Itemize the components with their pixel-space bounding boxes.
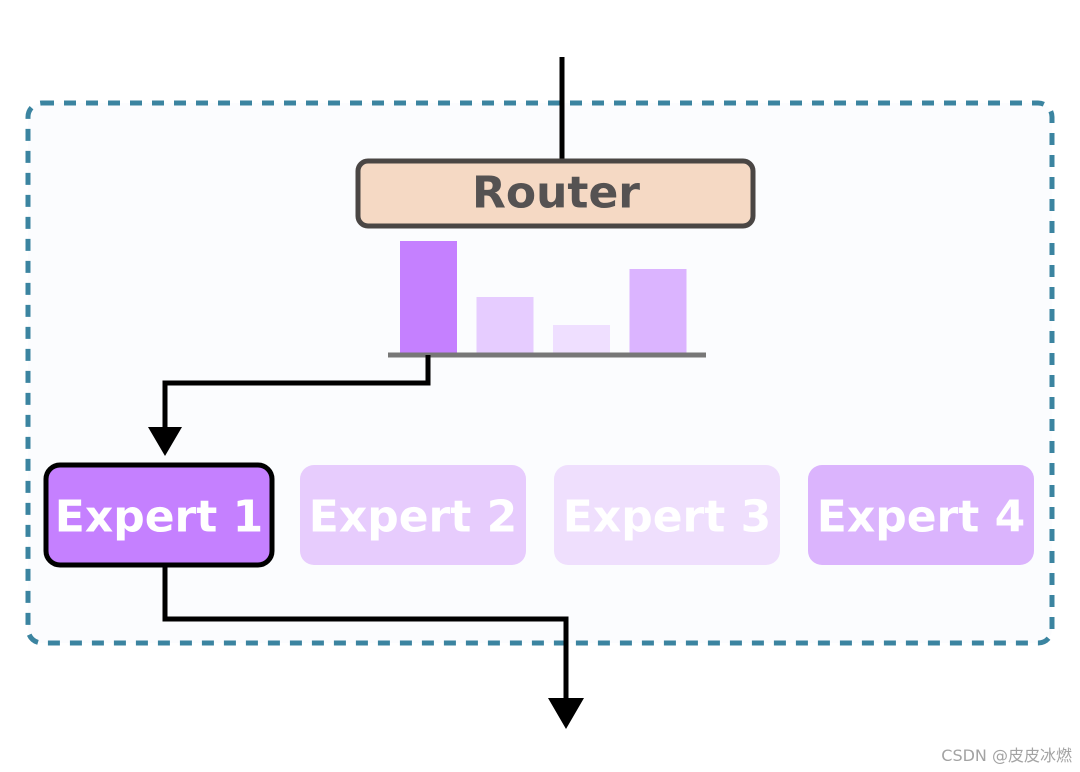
expert-1-label: Expert 1 <box>55 492 263 543</box>
router-node: Router <box>355 158 756 229</box>
watermark: CSDN @皮皮冰燃 <box>941 746 1072 765</box>
gate-bar-4 <box>629 269 687 353</box>
expert-2-box <box>300 465 526 565</box>
router-box <box>355 158 756 229</box>
router-label: Router <box>472 168 640 219</box>
expert-3-label: Expert 3 <box>563 492 771 543</box>
expert-4-node: Expert 4 <box>808 465 1034 565</box>
expert-row: Expert 1 Expert 2 Expert 3 Expert 4 <box>43 462 1034 568</box>
gate-bar-3 <box>553 325 610 353</box>
expert-4-box <box>808 465 1034 565</box>
expert-2-label: Expert 2 <box>309 492 517 543</box>
gate-bar-1 <box>400 241 457 353</box>
expert-4-label: Expert 4 <box>817 492 1025 543</box>
gate-bar-2 <box>476 297 534 353</box>
expert-1-box <box>43 462 275 568</box>
routing-arrowhead <box>148 427 182 456</box>
expert-3-node: Expert 3 <box>554 465 780 565</box>
output-arrow <box>162 565 569 702</box>
expert-1-node: Expert 1 <box>43 462 275 568</box>
output-arrowhead <box>548 698 584 729</box>
expert-3-box <box>554 465 780 565</box>
moe-layer-boundary <box>25 100 1055 646</box>
routing-arrow <box>162 355 431 447</box>
gate-weight-bars <box>400 241 687 353</box>
expert-2-node: Expert 2 <box>300 465 526 565</box>
